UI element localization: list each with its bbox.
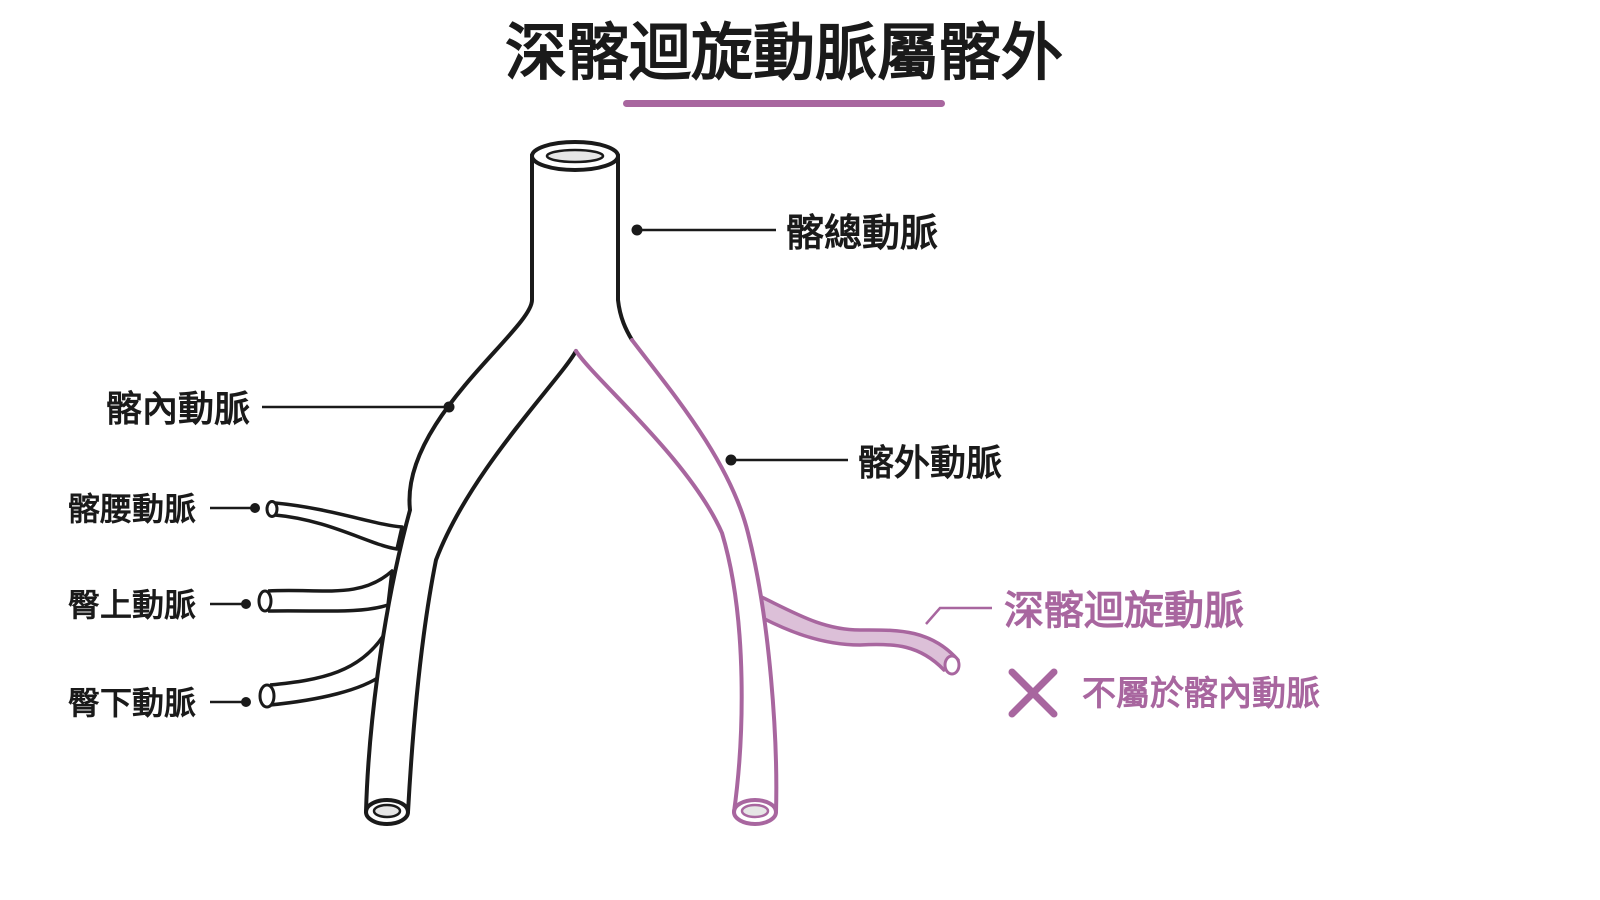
cross-icon bbox=[1008, 668, 1058, 718]
internal-iliac-outline bbox=[364, 153, 534, 814]
leader-iliolumbar bbox=[210, 503, 260, 513]
leader-common-iliac bbox=[631, 224, 776, 236]
internal-iliac-lumen bbox=[372, 803, 402, 819]
leader-inferior-gluteal bbox=[210, 697, 251, 707]
superior-gluteal-artery bbox=[257, 569, 394, 613]
label-common-iliac: 髂總動脈 bbox=[786, 211, 938, 255]
internal-iliac-inner-outline bbox=[406, 349, 578, 814]
leader-external-iliac bbox=[725, 454, 848, 466]
deep-circumflex-iliac-artery bbox=[750, 590, 961, 676]
inferior-gluteal-artery bbox=[258, 628, 389, 709]
title-underline bbox=[623, 100, 945, 107]
leader-superior-gluteal bbox=[210, 599, 251, 609]
label-external-iliac: 髂外動脈 bbox=[858, 443, 1002, 484]
external-iliac-lumen bbox=[740, 803, 770, 819]
common-iliac-right-outline bbox=[616, 153, 634, 342]
label-inferior-gluteal: 臀下動脈 bbox=[68, 684, 196, 722]
iliolumbar-artery bbox=[265, 500, 404, 551]
leader-deep-circumflex-iliac bbox=[925, 606, 992, 625]
label-internal-iliac: 髂內動脈 bbox=[106, 389, 250, 430]
label-iliolumbar: 髂腰動脈 bbox=[68, 490, 196, 528]
page-title: 深髂迴旋動脈屬髂外 bbox=[505, 16, 1063, 89]
label-deep-circumflex-iliac: 深髂迴旋動脈 bbox=[1004, 588, 1244, 634]
label-note: 不屬於髂內動脈 bbox=[1082, 674, 1320, 714]
external-iliac-outer-outline bbox=[630, 338, 779, 814]
external-iliac-outline bbox=[574, 349, 744, 814]
iliac-vessel-body bbox=[366, 155, 777, 812]
label-superior-gluteal: 臀上動脈 bbox=[68, 586, 196, 624]
common-iliac-lumen bbox=[545, 148, 605, 164]
leader-internal-iliac bbox=[262, 401, 455, 413]
